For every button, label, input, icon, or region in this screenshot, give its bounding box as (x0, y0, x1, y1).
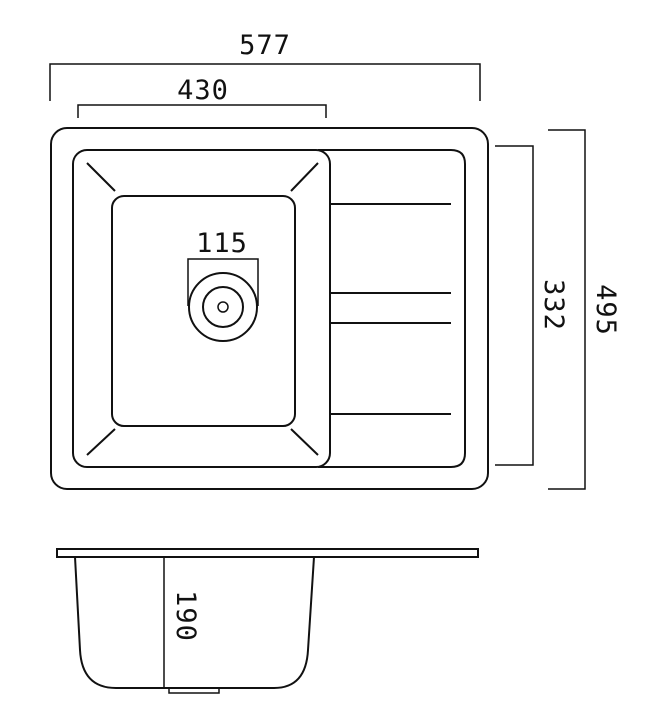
bowl-outer-edge (72, 149, 331, 468)
overall-length-label: 495 (590, 284, 621, 336)
side-view-bowl (74, 556, 315, 689)
overall-length-dimension: 495 (548, 129, 621, 490)
drainboard-grooves (331, 203, 451, 415)
bowl-inner-bottom (111, 195, 296, 427)
side-view-rim (56, 548, 479, 558)
drain-inner-ring (202, 286, 244, 328)
bowl-width-label: 430 (177, 75, 229, 106)
drain: 115 (187, 228, 259, 342)
side-view: 190 (56, 548, 479, 694)
bowl-length-label: 332 (538, 279, 569, 331)
bowl-corner-slopes (86, 162, 319, 456)
drain-diameter-label: 115 (196, 228, 248, 259)
drain-outer-ring (188, 272, 258, 342)
bowl-length-dimension: 332 (495, 145, 569, 466)
overall-width-dimension: 577 (49, 30, 481, 101)
drain-center (217, 301, 229, 313)
drainboard (318, 149, 466, 468)
bowl-width-dimension: 430 (77, 75, 327, 118)
sink-outer-rim (50, 127, 489, 490)
overall-width-label: 577 (239, 30, 291, 61)
side-view-drain-stub (168, 687, 220, 694)
depth-label: 190 (170, 590, 201, 642)
